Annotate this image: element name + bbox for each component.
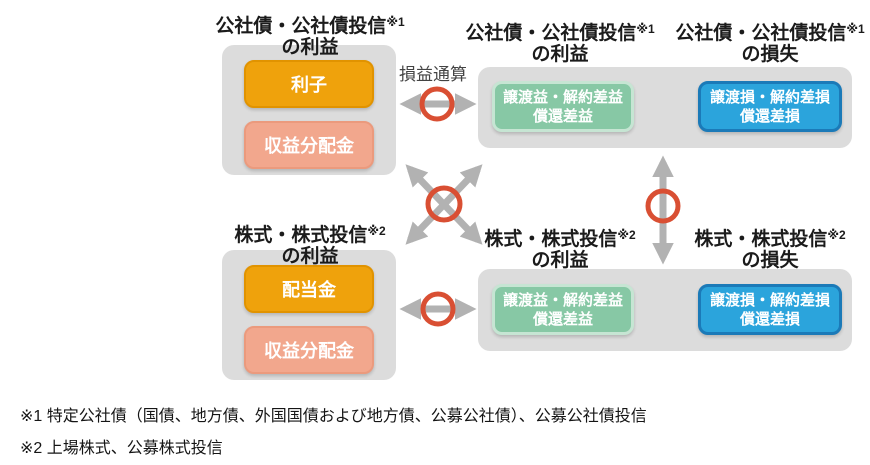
dividend-label: 配当金	[282, 280, 336, 300]
bond-profit-source-group: 利子 収益分配金	[222, 45, 396, 175]
heading-line2: の利益	[281, 246, 339, 267]
heading-bond-profit-left: 公社債・公社債投信※1 の利益	[202, 12, 418, 58]
heading-footnote-mark: ※1	[636, 22, 655, 36]
heading-footnote-mark: ※2	[827, 228, 846, 242]
heading-text: 公社債・公社債投信	[675, 23, 847, 44]
heading-footnote-mark: ※2	[367, 224, 386, 238]
stock-gain-loss-group: 譲渡益・解約差益 償還差益 譲渡損・解約差損 償還差損	[478, 269, 852, 351]
offset-allowed-circle-icon	[419, 86, 455, 122]
loss-line2: 償還差損	[739, 310, 800, 328]
stock-distribution-box: 収益分配金	[244, 326, 374, 374]
heading-line2: の利益	[531, 44, 589, 65]
footnote-1: ※1 特定公社債（国債、地方債、外国国債および地方債、公募公社債）、公募公社債投…	[20, 408, 647, 425]
bond-distribution-box: 収益分配金	[244, 121, 374, 169]
heading-line1: 株式・株式投信※2	[662, 225, 870, 250]
heading-line1: 株式・株式投信※2	[452, 225, 668, 250]
heading-text: 公社債・公社債投信	[215, 16, 387, 37]
heading-stock-profit-middle: 株式・株式投信※2 の利益	[452, 225, 668, 271]
heading-line1: 株式・株式投信※2	[202, 221, 418, 246]
heading-line2: の損失	[741, 44, 799, 65]
heading-text: 株式・株式投信	[484, 229, 618, 250]
heading-stock-profit-left: 株式・株式投信※2 の利益	[202, 221, 418, 267]
heading-line2: の利益	[531, 250, 589, 271]
heading-footnote-mark: ※2	[617, 228, 636, 242]
stock-loss-box: 譲渡損・解約差損 償還差損	[698, 284, 842, 335]
loss-line1: 譲渡損・解約差損	[709, 88, 830, 106]
offset-allowed-circle-icon	[425, 185, 463, 223]
heading-stock-loss: 株式・株式投信※2 の損失	[662, 225, 870, 271]
heading-bond-loss: 公社債・公社債投信※1 の損失	[662, 19, 870, 65]
loss-line1: 譲渡損・解約差損	[709, 291, 830, 309]
distribution-label: 収益分配金	[264, 136, 354, 156]
heading-line1: 公社債・公社債投信※1	[662, 19, 870, 44]
interest-label: 利子	[291, 75, 327, 95]
heading-line2: の利益	[281, 37, 339, 58]
heading-footnote-mark: ※1	[846, 22, 865, 36]
dividend-box: 配当金	[244, 265, 374, 313]
distribution-label: 収益分配金	[264, 341, 354, 361]
stock-gain-box: 譲渡益・解約差益 償還差益	[492, 284, 634, 335]
heading-bond-profit-middle: 公社債・公社債投信※1 の利益	[452, 19, 668, 65]
gain-line1: 譲渡益・解約差益	[502, 88, 623, 106]
stock-profit-source-group: 配当金 収益分配金	[222, 250, 396, 380]
heading-line2: の損失	[741, 250, 799, 271]
bond-loss-box: 譲渡損・解約差損 償還差損	[698, 81, 842, 132]
gain-line2: 償還差益	[532, 107, 593, 125]
heading-line1: 公社債・公社債投信※1	[452, 19, 668, 44]
offset-label: 損益通算	[399, 65, 467, 84]
heading-line1: 公社債・公社債投信※1	[202, 12, 418, 37]
bond-gain-loss-group: 譲渡益・解約差益 償還差益 譲渡損・解約差損 償還差損	[478, 67, 852, 148]
loss-line2: 償還差損	[739, 107, 800, 125]
heading-text: 公社債・公社債投信	[465, 23, 637, 44]
gain-line2: 償還差益	[532, 310, 593, 328]
offset-allowed-circle-icon	[420, 291, 456, 327]
interest-box: 利子	[244, 60, 374, 108]
footnote-2: ※2 上場株式、公募株式投信	[20, 440, 223, 457]
bond-gain-box: 譲渡益・解約差益 償還差益	[492, 81, 634, 132]
heading-footnote-mark: ※1	[386, 15, 405, 29]
heading-text: 株式・株式投信	[234, 225, 368, 246]
heading-text: 株式・株式投信	[694, 229, 828, 250]
offset-allowed-circle-icon	[645, 188, 681, 224]
gain-line1: 譲渡益・解約差益	[502, 291, 623, 309]
